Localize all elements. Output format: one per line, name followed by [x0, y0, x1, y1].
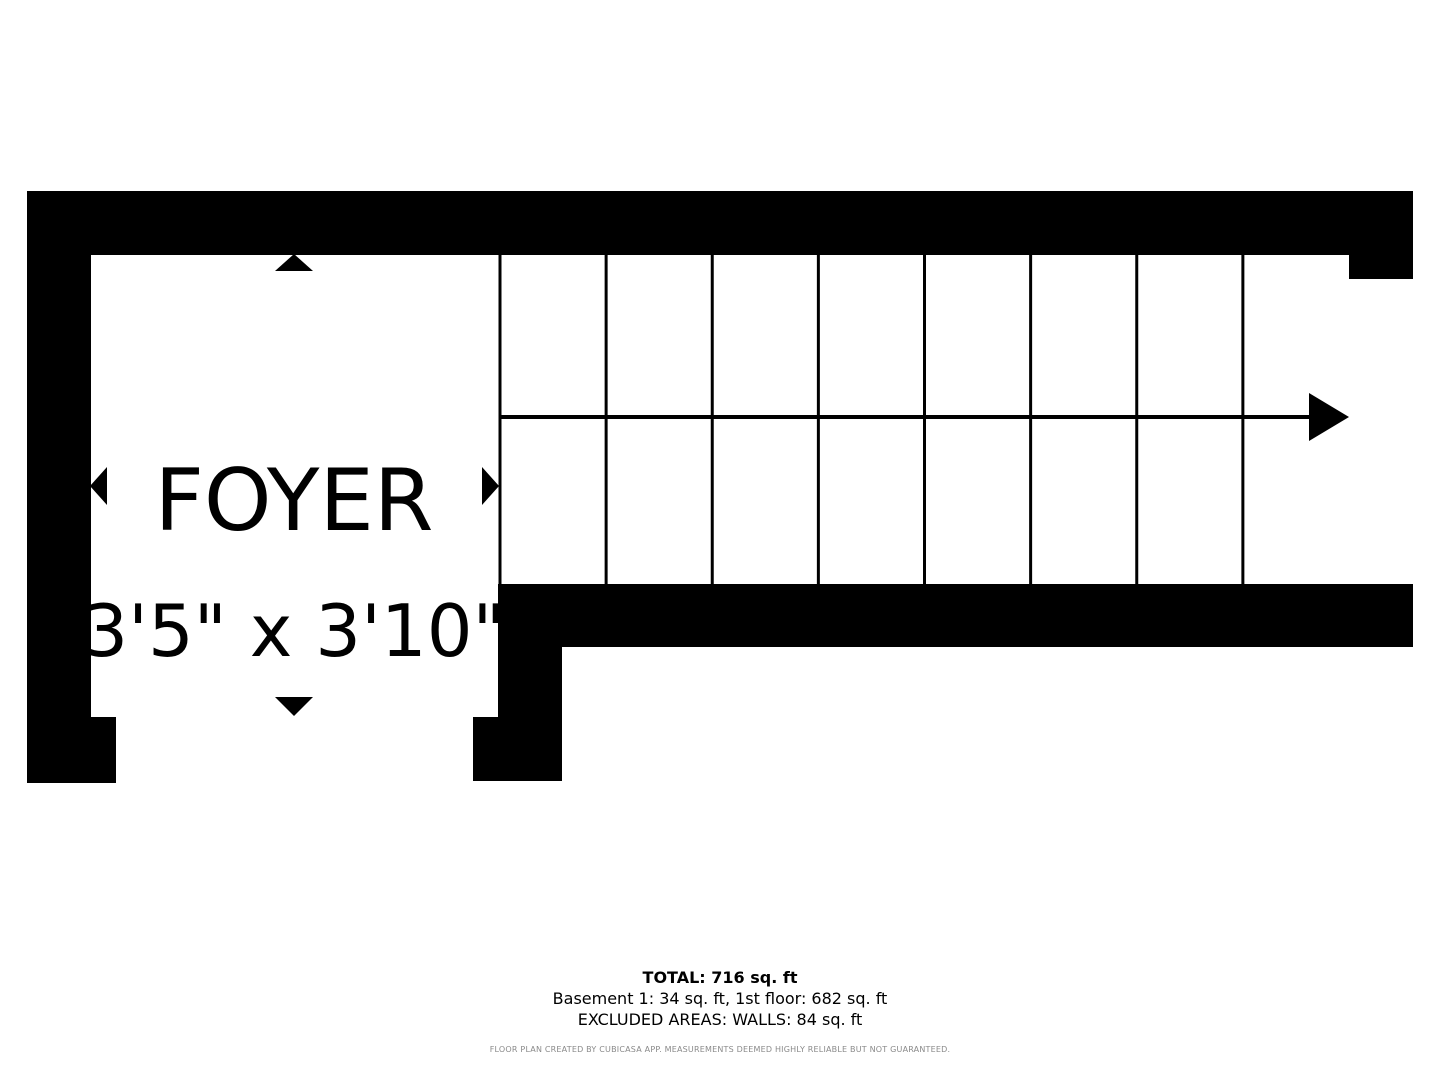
wall-left — [27, 191, 91, 783]
excluded-areas: EXCLUDED AREAS: WALLS: 84 sq. ft — [577, 1010, 863, 1029]
wall-stair-bottom — [498, 584, 1413, 647]
arrow-left-icon — [90, 467, 107, 505]
room-name: FOYER — [154, 451, 433, 551]
dimension-markers — [90, 254, 499, 716]
disclaimer: FLOOR PLAN CREATED BY CUBICASA APP. MEAS… — [489, 1045, 951, 1054]
wall-stair-pillar — [498, 584, 562, 781]
wall-right-bottom — [1349, 586, 1413, 647]
stair-arrow-icon — [1309, 393, 1349, 441]
staircase — [498, 255, 1349, 584]
wall-bottom-left — [27, 717, 116, 783]
floor-breakdown: Basement 1: 34 sq. ft, 1st floor: 682 sq… — [552, 989, 888, 1008]
arrow-down-icon — [275, 697, 313, 716]
wall-top — [27, 191, 1413, 255]
arrow-right-icon — [482, 467, 499, 505]
walls — [27, 191, 1413, 783]
arrow-up-icon — [275, 254, 313, 271]
room-dimensions: 3'5" x 3'10" — [82, 589, 505, 673]
wall-right-top — [1349, 191, 1413, 279]
door-opening — [116, 719, 473, 783]
total-area: TOTAL: 716 sq. ft — [642, 968, 798, 987]
